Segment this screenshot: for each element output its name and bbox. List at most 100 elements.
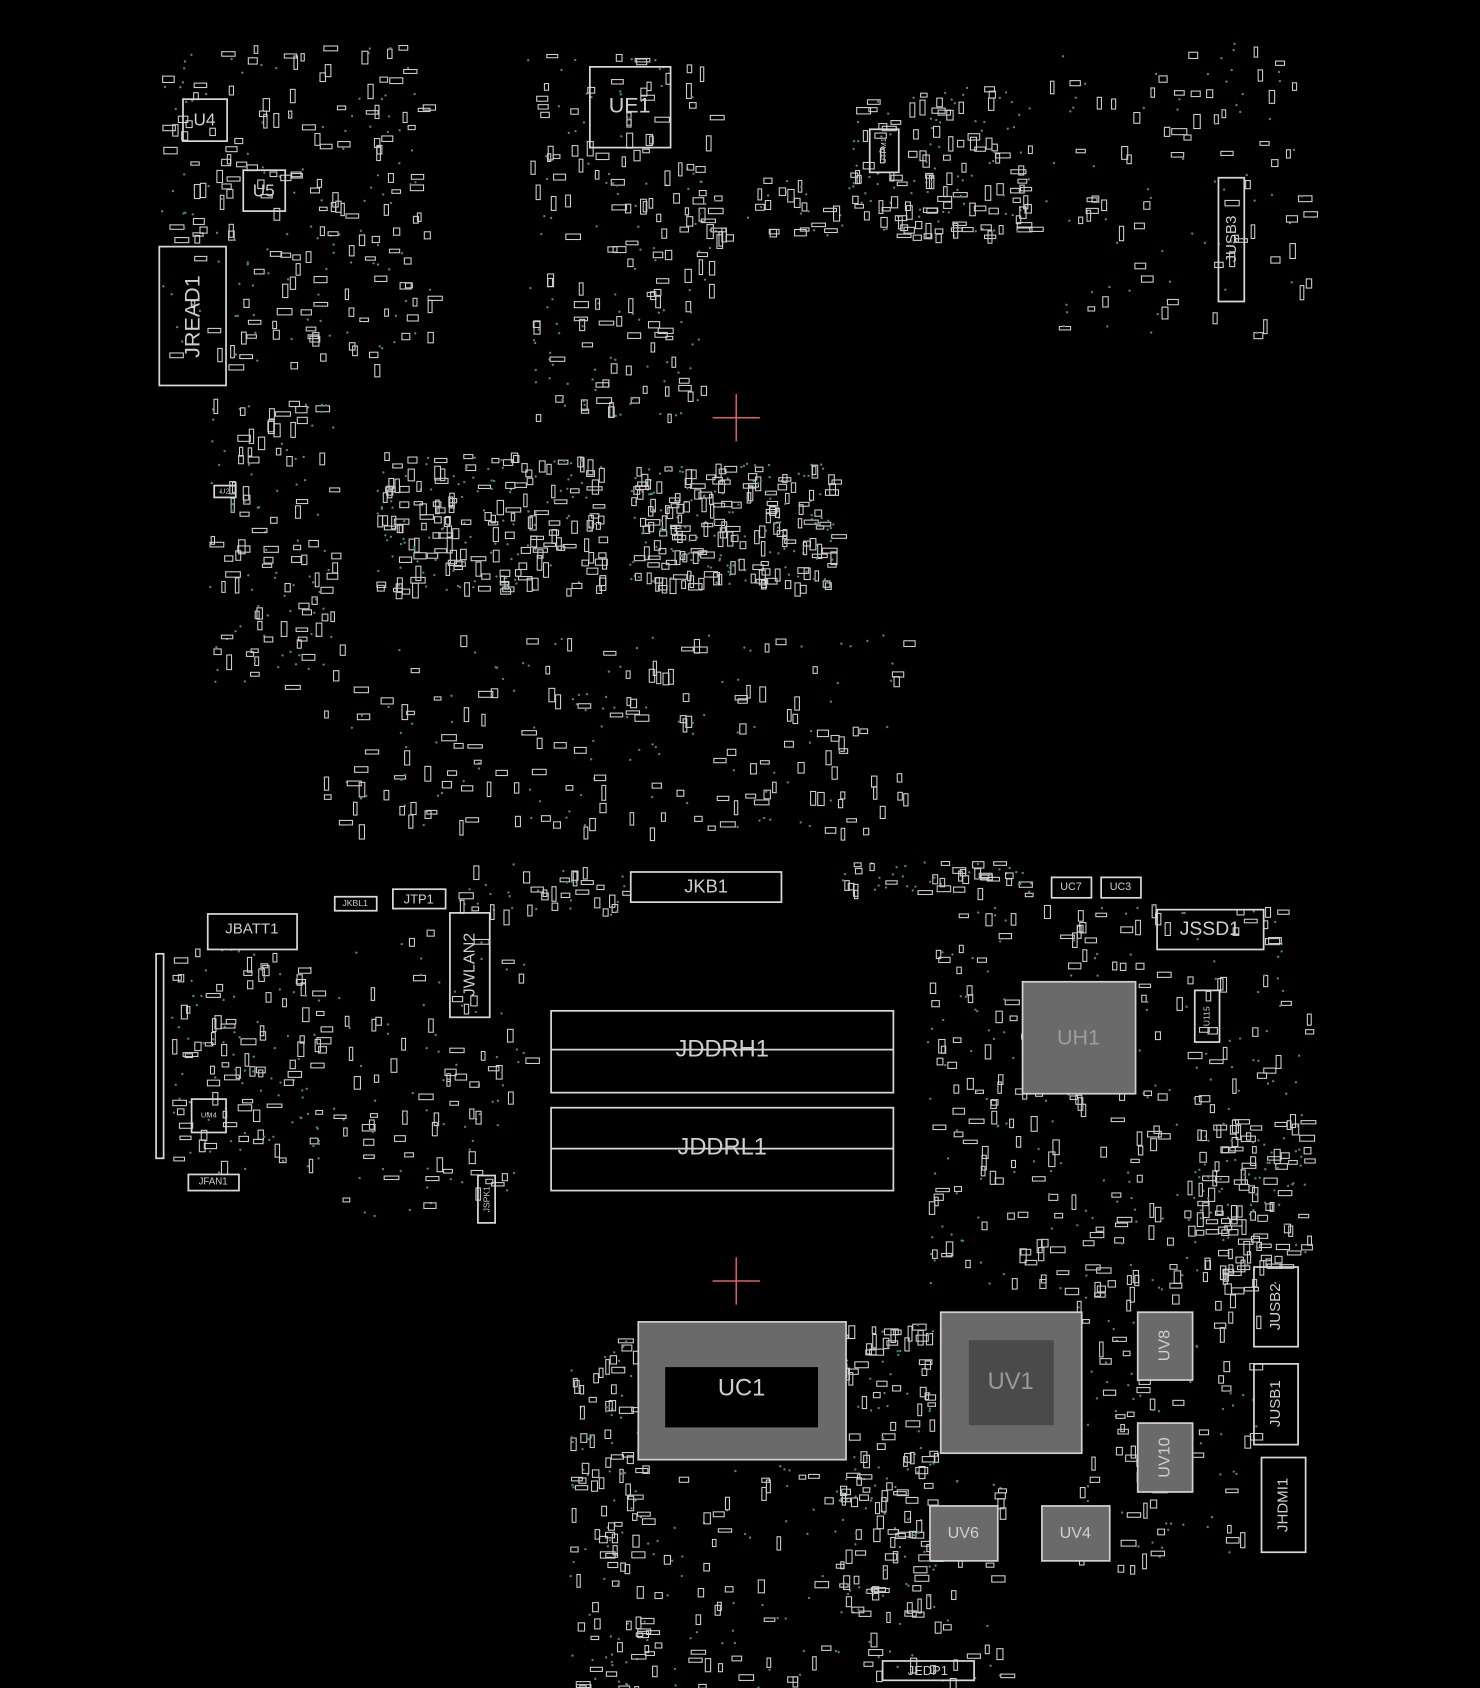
component-UC3[interactable]: UC3 <box>1100 876 1142 899</box>
via <box>873 888 877 891</box>
smd-pad <box>257 436 266 451</box>
connector-JSPK1[interactable]: JSPK1 <box>477 1174 496 1224</box>
smd-pad <box>407 124 416 131</box>
smd-pad <box>282 998 287 1008</box>
connector-JSSD1[interactable]: JSSD1 <box>1156 908 1265 951</box>
via <box>422 1003 425 1007</box>
via <box>562 869 565 873</box>
vram-UV8[interactable]: UV8 <box>1136 1311 1194 1381</box>
smd-pad <box>1225 1537 1240 1544</box>
smd-pad <box>551 529 558 544</box>
gpu-UV1[interactable]: UV1 <box>939 1311 1083 1455</box>
smd-pad <box>697 1587 705 1598</box>
smd-pad <box>896 773 903 783</box>
smd-pad <box>724 525 741 532</box>
smd-pad <box>980 874 993 881</box>
smd-pad <box>427 295 443 301</box>
via <box>455 1063 458 1067</box>
connector-JKB1[interactable]: JKB1 <box>629 871 783 903</box>
smd-pad <box>259 1025 265 1037</box>
component-UE1[interactable]: UE1 <box>588 66 672 149</box>
smd-pad <box>379 76 389 83</box>
vram-UV6[interactable]: UV6 <box>929 1505 999 1562</box>
component-U4[interactable]: U4 <box>182 98 228 142</box>
smd-pad <box>1151 904 1157 919</box>
via <box>1107 1319 1110 1323</box>
smd-pad <box>1286 1120 1292 1130</box>
smd-pad <box>401 588 411 595</box>
via <box>453 990 457 993</box>
smd-pad <box>913 1566 928 1574</box>
component-U5[interactable]: U5 <box>242 169 287 212</box>
smd-pad <box>182 1052 199 1058</box>
smd-pad <box>628 298 634 314</box>
connector-JKBL1[interactable]: JKBL1 <box>333 895 378 912</box>
vram-UV4[interactable]: UV4 <box>1041 1505 1111 1562</box>
smd-pad <box>1275 1243 1291 1251</box>
smd-pad <box>814 509 823 517</box>
smd-pad <box>209 541 225 548</box>
slot-JDDRH1[interactable]: JDDRH1 <box>550 1009 895 1094</box>
component-UC7[interactable]: UC7 <box>1050 876 1093 899</box>
via <box>821 467 825 470</box>
smd-pad <box>610 1454 625 1460</box>
connector-JWLAN2[interactable]: JWLAN2 <box>449 912 491 1019</box>
via <box>391 506 394 509</box>
smd-pad <box>760 561 769 566</box>
vram-UV10[interactable]: UV10 <box>1136 1422 1194 1493</box>
cpu-UC1[interactable]: UC1 <box>637 1321 847 1461</box>
via <box>1238 1037 1242 1040</box>
connector-JBATT1[interactable]: JBATT1 <box>206 913 298 951</box>
connector-JTP1[interactable]: JTP1 <box>392 888 447 910</box>
via <box>869 1499 872 1502</box>
via <box>1265 1029 1268 1033</box>
via <box>171 1016 174 1019</box>
component-UM4[interactable]: UM4 <box>190 1098 227 1134</box>
connector-JFAN1[interactable]: JFAN1 <box>187 1173 240 1192</box>
component-U115[interactable]: U115 <box>1193 989 1221 1043</box>
component-UTPM1[interactable]: UTPM1 <box>868 128 900 174</box>
smd-pad <box>784 492 790 505</box>
smd-pad <box>424 810 432 819</box>
smd-pad <box>1268 89 1276 104</box>
component-U2[interactable]: U2 <box>213 484 237 499</box>
bga-UH1[interactable]: UH1 <box>1021 980 1137 1095</box>
smd-pad <box>1221 1229 1230 1237</box>
smd-pad <box>527 904 533 917</box>
via <box>1092 165 1095 168</box>
connector-JEDP1[interactable]: JEDP1 <box>881 1660 975 1682</box>
smd-pad <box>893 1329 902 1336</box>
via <box>247 463 251 466</box>
smd-pad <box>615 53 623 62</box>
via <box>561 398 564 401</box>
via <box>522 1051 525 1055</box>
connector-side-strip[interactable] <box>155 952 165 1160</box>
smd-pad <box>707 825 716 831</box>
smd-pad <box>903 1456 908 1467</box>
via <box>1149 331 1153 334</box>
smd-pad <box>436 507 446 514</box>
connector-JUSB3[interactable]: JUSB3 <box>1217 176 1246 303</box>
via <box>625 1661 628 1664</box>
connector-JHDMI1[interactable]: JHDMI1 <box>1260 1456 1307 1554</box>
smd-pad <box>1277 1190 1293 1197</box>
smd-pad <box>642 1465 650 1474</box>
via <box>814 521 817 525</box>
smd-pad <box>525 1057 540 1065</box>
smd-pad <box>1252 1027 1259 1037</box>
via <box>398 648 401 652</box>
via <box>1198 1168 1201 1171</box>
slot-JDDRL1[interactable]: JDDRL1 <box>550 1106 895 1192</box>
smd-pad <box>316 1010 325 1017</box>
connector-JUSB1[interactable]: JUSB1 <box>1253 1363 1299 1446</box>
smd-pad <box>859 728 869 735</box>
smd-pad <box>601 1505 608 1517</box>
connector-JUSB2[interactable]: JUSB2 <box>1253 1266 1299 1348</box>
smd-pad <box>1256 1072 1268 1079</box>
connector-JREAD1[interactable]: JREAD1 <box>158 245 227 387</box>
smd-pad <box>953 1186 963 1192</box>
smd-pad <box>505 507 522 513</box>
smd-pad <box>532 547 548 553</box>
via <box>472 476 475 479</box>
